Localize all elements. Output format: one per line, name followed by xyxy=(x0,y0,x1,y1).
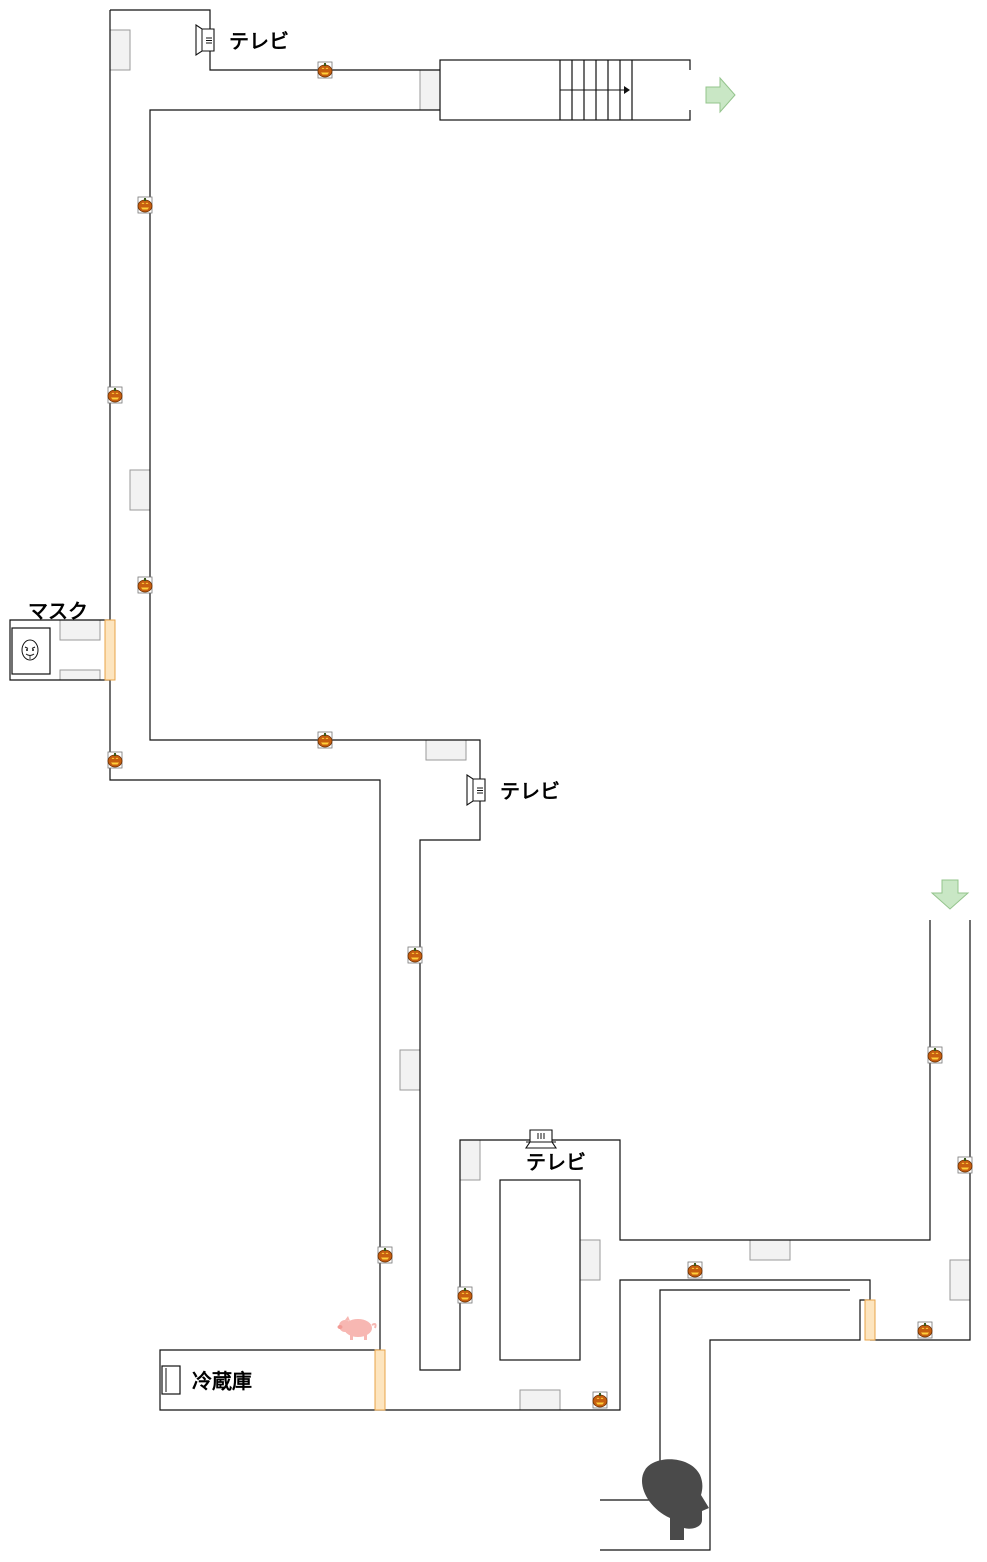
pumpkins xyxy=(107,61,973,1409)
pumpkin-icon[interactable] xyxy=(917,1321,933,1339)
door[interactable] xyxy=(374,1349,386,1411)
alcoves xyxy=(59,29,971,1411)
pumpkin-icon[interactable] xyxy=(317,61,333,79)
pumpkin-icon[interactable] xyxy=(377,1246,393,1264)
arrow-down-icon[interactable] xyxy=(930,879,970,910)
tv-icon[interactable] xyxy=(195,24,215,56)
arrow-right-icon[interactable] xyxy=(705,76,736,114)
tv-icon[interactable] xyxy=(524,1129,558,1149)
pumpkin-icon[interactable] xyxy=(107,751,123,769)
alcove xyxy=(749,1239,791,1261)
alcove xyxy=(459,1139,481,1181)
tv-icon[interactable] xyxy=(466,774,486,806)
pumpkin-icon[interactable] xyxy=(457,1286,473,1304)
walls xyxy=(9,9,971,1551)
pumpkin-icon[interactable] xyxy=(927,1046,943,1064)
alcove xyxy=(59,669,101,681)
pumpkin-icon[interactable] xyxy=(407,946,423,964)
pig-icon[interactable] xyxy=(337,1316,377,1340)
central-block xyxy=(499,1179,581,1361)
pumpkin-icon[interactable] xyxy=(957,1156,973,1174)
pumpkin-icon[interactable] xyxy=(592,1391,608,1409)
pumpkin-icon[interactable] xyxy=(687,1261,703,1279)
alcove xyxy=(519,1389,561,1411)
door[interactable] xyxy=(104,619,116,681)
alcove xyxy=(425,739,467,761)
fridge-label: 冷蔵庫 xyxy=(192,1369,252,1393)
tv-label-top: テレビ xyxy=(229,29,289,53)
alcove xyxy=(129,469,151,511)
mask-label: マスク xyxy=(28,599,88,623)
pumpkin-icon[interactable] xyxy=(317,731,333,749)
pumpkin-icon[interactable] xyxy=(137,196,153,214)
door[interactable] xyxy=(864,1299,876,1341)
tv-label-bottom: テレビ xyxy=(526,1150,586,1174)
alcove xyxy=(109,29,131,71)
head-icon xyxy=(641,1459,709,1540)
mask-stand xyxy=(11,627,51,675)
alcove xyxy=(399,1049,421,1091)
alcove xyxy=(419,69,441,111)
fridge-icon[interactable] xyxy=(161,1365,181,1395)
pumpkin-icon[interactable] xyxy=(107,386,123,404)
alcove xyxy=(59,619,101,641)
staircase xyxy=(439,59,694,121)
doors xyxy=(104,619,876,1411)
tv-label-middle: テレビ xyxy=(500,779,560,803)
alcove xyxy=(949,1259,971,1301)
alcove xyxy=(579,1239,601,1281)
pumpkin-icon[interactable] xyxy=(137,576,153,594)
mask-icon[interactable] xyxy=(21,639,39,661)
